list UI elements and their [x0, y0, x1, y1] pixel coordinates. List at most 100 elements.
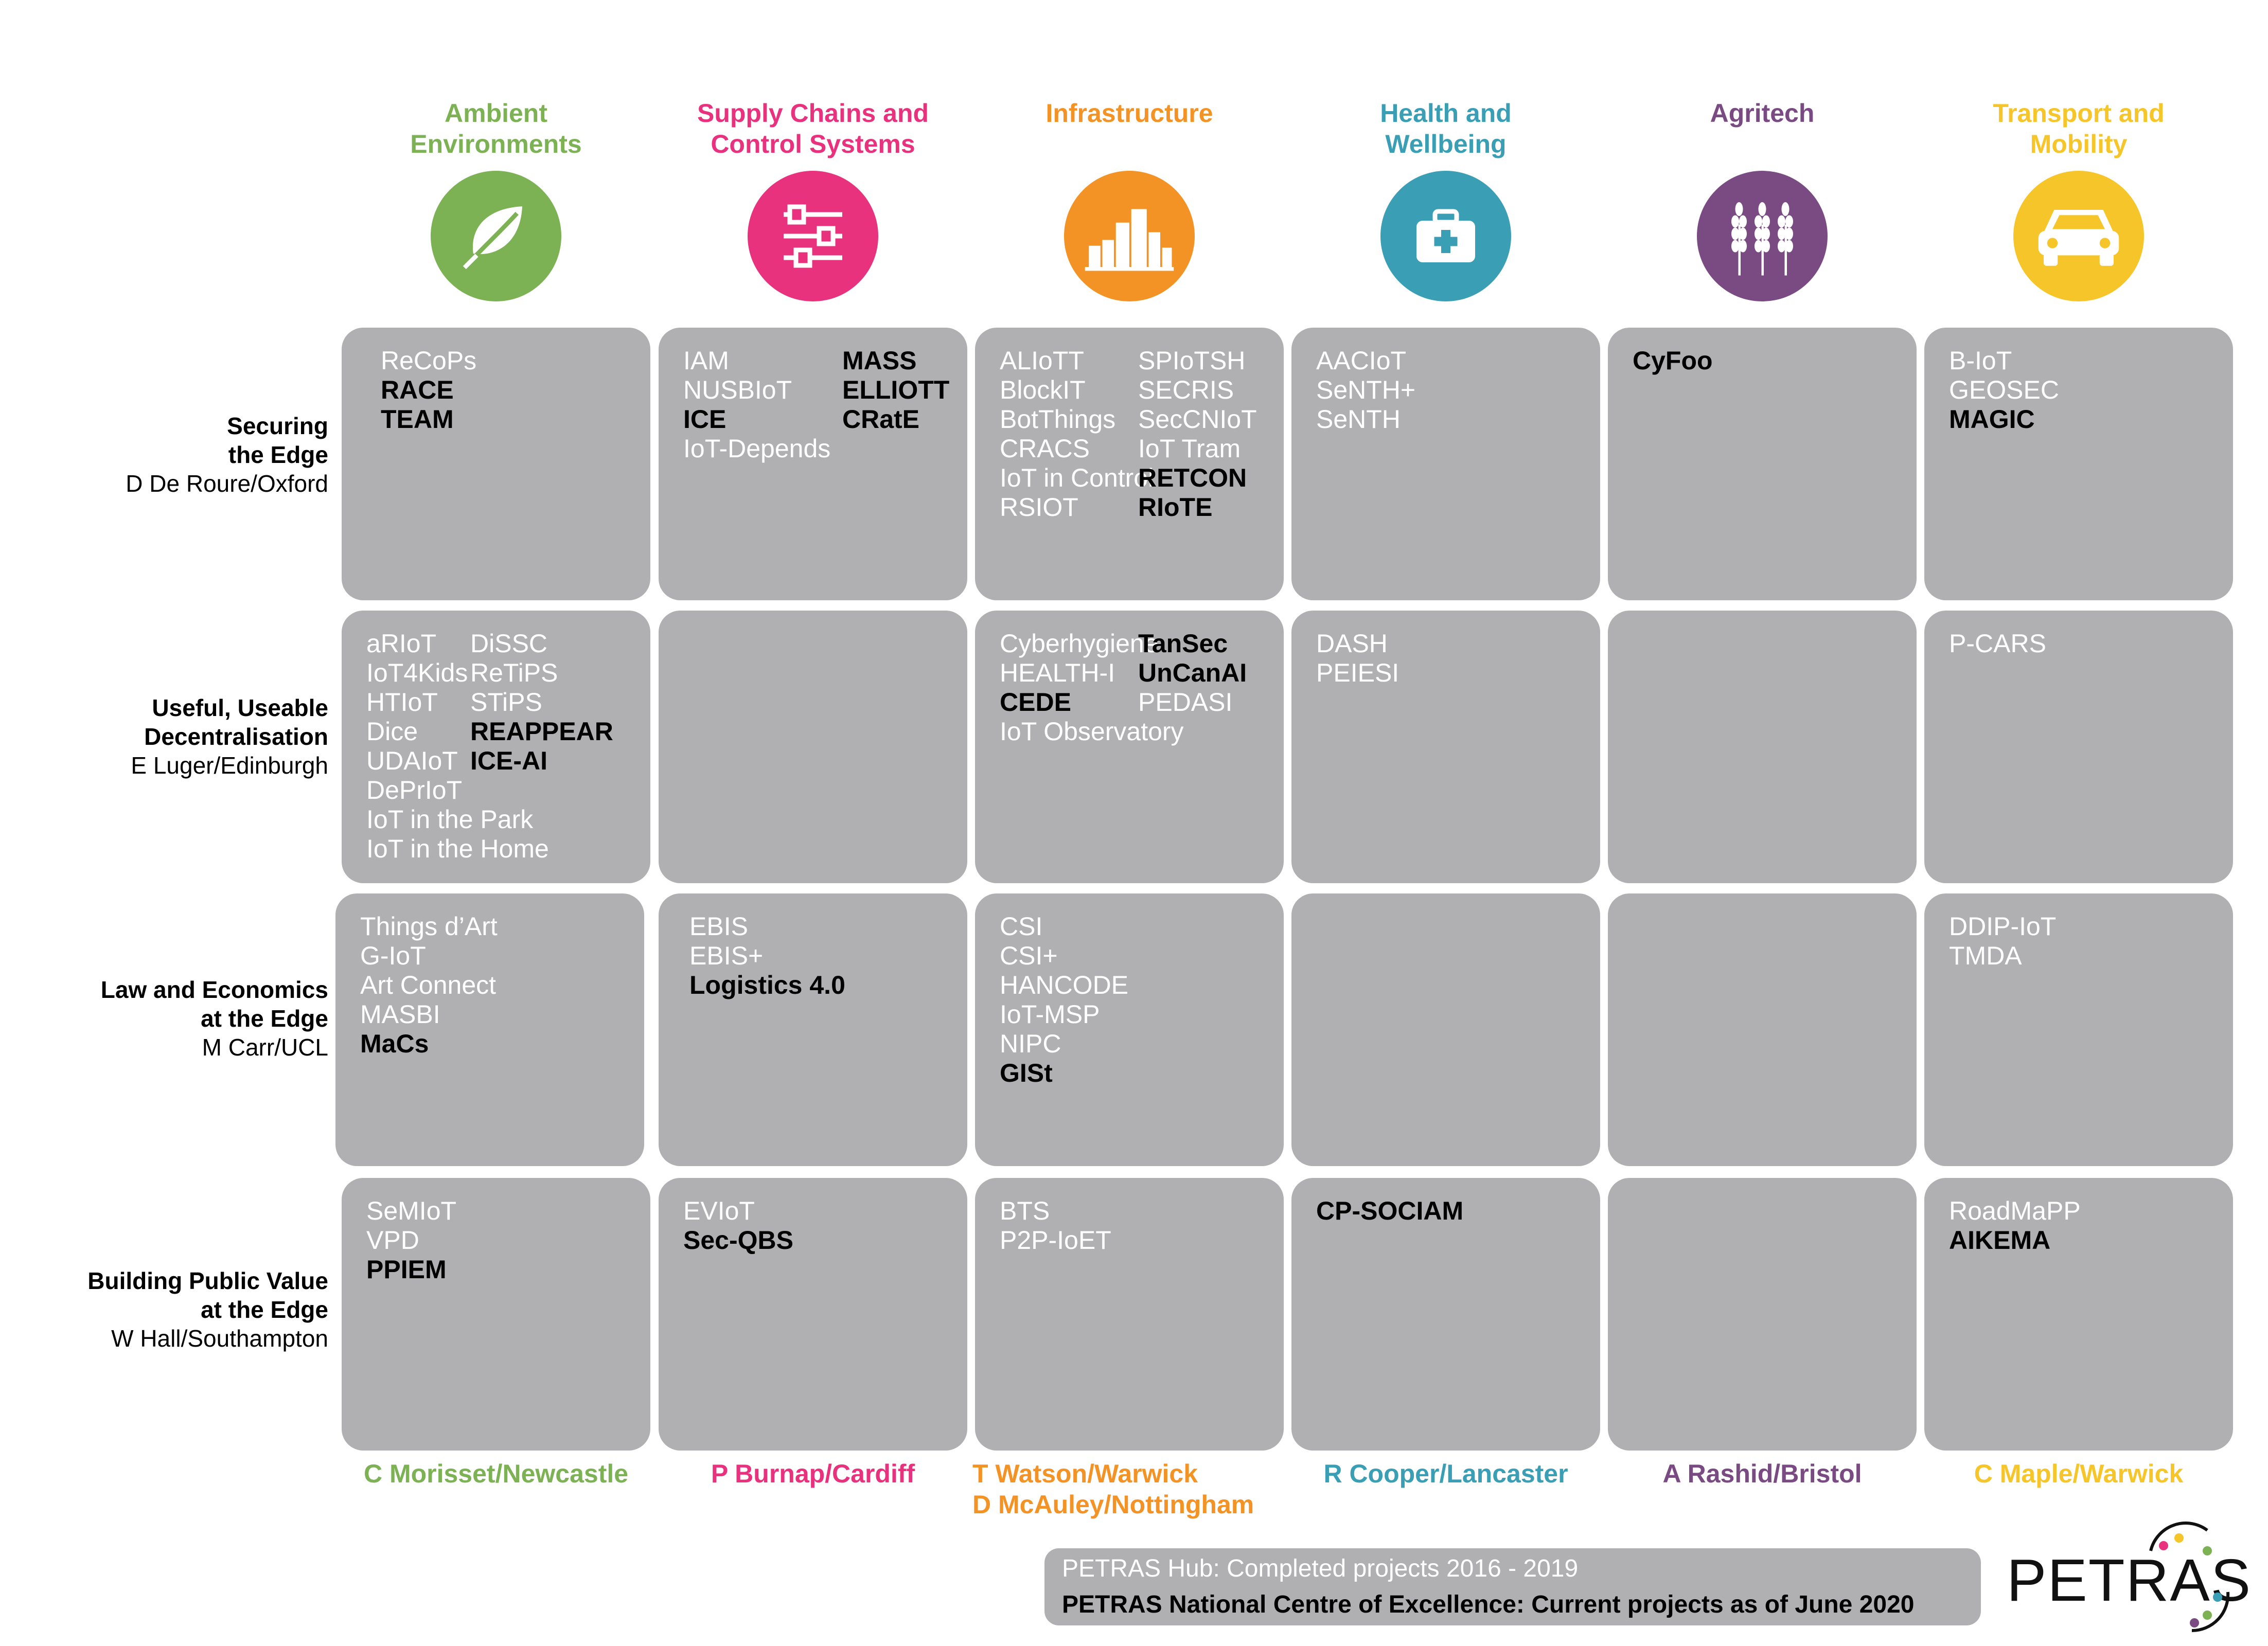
project-name: TMDA	[1949, 941, 2022, 970]
row-label-building-public-value: Building Public Value at the Edge W Hall…	[87, 1266, 328, 1353]
project-name: IoT in Control	[1000, 463, 1154, 492]
project-name: ELLIOTT	[842, 375, 950, 404]
project-name: IoT in the Park	[366, 805, 534, 834]
project-cell	[1291, 893, 1600, 1166]
project-name: NIPC	[1000, 1029, 1061, 1058]
logo-text: PETRAS	[2007, 1547, 2252, 1614]
project-name: PEDASI	[1138, 688, 1233, 717]
project-name: DDIP-IoT	[1949, 912, 2057, 941]
project-cell: CyFoo	[1608, 328, 1917, 600]
project-name: Sec-QBS	[683, 1226, 793, 1255]
logo-dots-icon	[2149, 1522, 2230, 1633]
project-name: RACE	[381, 375, 454, 404]
sector-lead-line: P Burnap/Cardiff	[711, 1459, 915, 1488]
project-name: DASH	[1316, 629, 1388, 658]
project-name: IoT-MSP	[1000, 1000, 1100, 1029]
project-column: CyFoo	[1633, 346, 1713, 375]
project-name: Art Connect	[360, 971, 497, 999]
car-icon	[2013, 171, 2144, 301]
project-cell: P-CARS	[1924, 611, 2233, 883]
sector-title: Transport and Mobility	[1993, 99, 2165, 158]
project-name: PEIESI	[1316, 658, 1399, 687]
project-name: Logistics 4.0	[689, 971, 845, 999]
sector-lead-line: C Maple/Warwick	[1974, 1459, 2184, 1488]
project-name: ICE-AI	[470, 746, 547, 775]
project-name: RoadMaPP	[1949, 1196, 2081, 1225]
project-name: EBIS+	[689, 941, 764, 970]
sector-title: Supply Chains and Control Systems	[697, 99, 929, 158]
sector-lead-3: R Cooper/Lancaster	[1286, 1458, 1605, 1489]
leaf-icon	[431, 171, 561, 301]
project-name: B-IoT	[1949, 346, 2012, 375]
project-name: UnCanAI	[1138, 658, 1247, 687]
project-name: P2P-IoET	[1000, 1226, 1111, 1255]
sector-lead-line: A Rashid/Bristol	[1662, 1459, 1862, 1488]
row-lead: D De Roure/Oxford	[126, 470, 328, 497]
project-name: Dice	[366, 717, 418, 746]
project-name: BlockIT	[1000, 375, 1086, 404]
sliders-icon	[748, 171, 878, 301]
sector-lead-line: C Morisset/Newcastle	[363, 1459, 629, 1488]
project-name: aRIoT	[366, 629, 437, 658]
project-name: CP-SOCIAM	[1316, 1196, 1464, 1225]
project-name: UDAIoT	[366, 746, 458, 775]
row-label-useful-useable-decentralisation: Useful, Useable Decentralisation E Luger…	[131, 693, 328, 780]
project-name: CRatE	[842, 405, 920, 434]
row-title: Building Public Value at the Edge	[87, 1267, 328, 1323]
project-name: ReTiPS	[470, 658, 558, 687]
project-name: Cyberhygiene	[1000, 629, 1159, 658]
sector-lead-5: C Maple/Warwick	[1919, 1458, 2238, 1489]
sector-title: Ambient Environments	[410, 99, 582, 158]
project-name: CyFoo	[1633, 346, 1713, 375]
legend-completed: PETRAS Hub: Completed projects 2016 - 20…	[1062, 1555, 1579, 1582]
sector-lead-line: D McAuley/Nottingham	[972, 1490, 1254, 1519]
project-name: MAGIC	[1949, 405, 2035, 434]
project-name: IAM	[683, 346, 729, 375]
project-name: AIKEMA	[1949, 1226, 2051, 1255]
project-name: IoT in the Home	[366, 834, 549, 863]
project-column: CP-SOCIAM	[1316, 1196, 1463, 1226]
project-name: CSI	[1000, 912, 1043, 941]
project-cell: CP-SOCIAM	[1291, 1178, 1600, 1451]
sector-title: Infrastructure	[1046, 99, 1213, 128]
row-label-securing-the-edge: Securing the Edge D De Roure/Oxford	[126, 412, 328, 498]
row-title: Law and Economics at the Edge	[100, 976, 328, 1032]
project-cell	[1608, 893, 1917, 1166]
legend-current: PETRAS National Centre of Excellence: Cu…	[1062, 1591, 1915, 1618]
project-name: MaCs	[360, 1029, 429, 1058]
project-name: SPIoTSH	[1138, 346, 1246, 375]
project-name: NUSBIoT	[683, 375, 792, 404]
project-name: CEDE	[1000, 688, 1071, 717]
project-name: BotThings	[1000, 405, 1116, 434]
project-name: AACIoT	[1316, 346, 1407, 375]
project-name: ALIoTT	[1000, 346, 1084, 375]
project-name: PPIEM	[366, 1255, 447, 1284]
project-name: IoT4Kids	[366, 658, 468, 687]
project-name: MASBI	[360, 1000, 440, 1029]
project-name: DePrIoT	[366, 776, 463, 804]
project-name: RSIOT	[1000, 493, 1078, 522]
